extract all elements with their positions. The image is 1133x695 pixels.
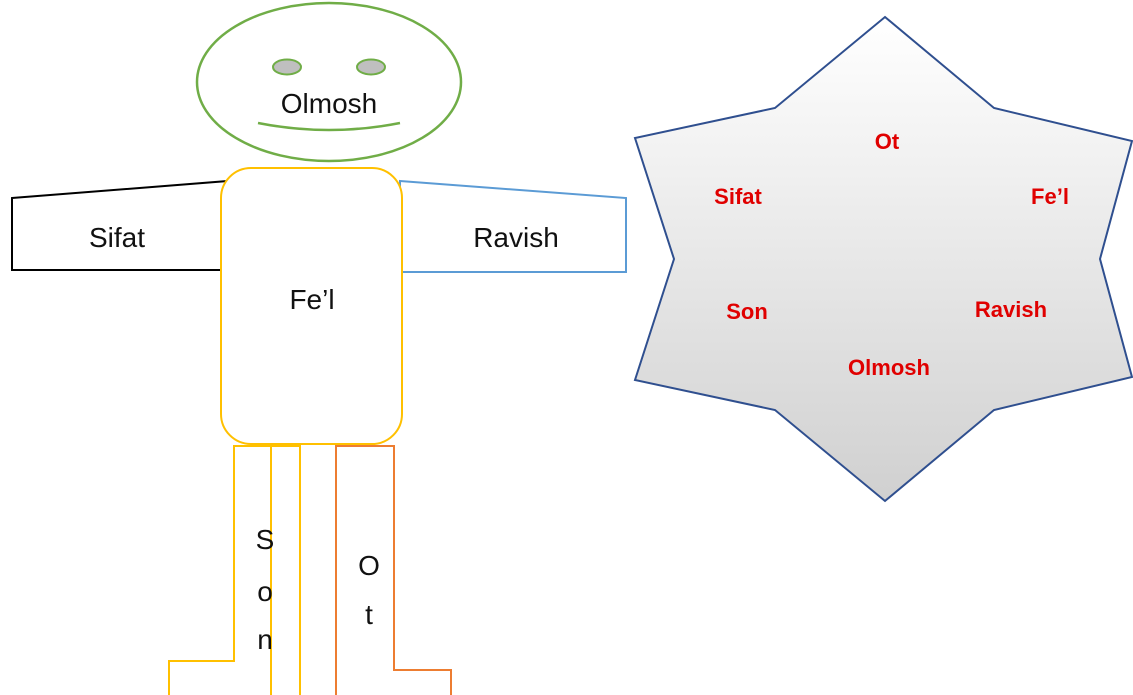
- head-outline: [195, 1, 463, 163]
- smile: [257, 121, 401, 132]
- star-label-lower-left: Son: [726, 299, 768, 324]
- right-eye: [356, 58, 386, 76]
- head: Olmosh: [195, 1, 463, 163]
- right-leg-letter-2: t: [365, 599, 373, 630]
- left-leg-letter-2: o: [257, 576, 273, 607]
- right-arm-label: Ravish: [473, 222, 559, 253]
- star-label-upper-right: Fe’l: [1031, 184, 1069, 209]
- star-label-bottom: Olmosh: [848, 355, 930, 380]
- left-eye: [272, 58, 302, 76]
- left-arm-label: Sifat: [89, 222, 145, 253]
- person-figure: Olmosh Sifat Ravish Fe’l S o n O: [11, 1, 627, 695]
- left-leg: S o n: [168, 445, 301, 695]
- right-leg-letter-1: O: [358, 550, 380, 581]
- left-arm: Sifat: [11, 179, 229, 271]
- left-leg-outline: [168, 445, 301, 695]
- six-pointed-star: Ot Sifat Fe’l Son Ravish Olmosh: [633, 15, 1133, 503]
- right-leg-outline: [335, 445, 452, 695]
- body-label: Fe’l: [289, 284, 334, 315]
- right-arm: Ravish: [399, 179, 627, 273]
- left-leg-letter-1: S: [256, 524, 275, 555]
- body-outline: [220, 167, 403, 445]
- left-leg-letter-3: n: [257, 624, 273, 655]
- star-outline: [633, 15, 1133, 503]
- head-label: Olmosh: [281, 88, 377, 119]
- star-label-lower-right: Ravish: [975, 297, 1047, 322]
- right-leg: O t: [335, 445, 452, 695]
- body: Fe’l: [220, 167, 403, 445]
- star-label-top: Ot: [875, 129, 900, 154]
- star-label-upper-left: Sifat: [714, 184, 762, 209]
